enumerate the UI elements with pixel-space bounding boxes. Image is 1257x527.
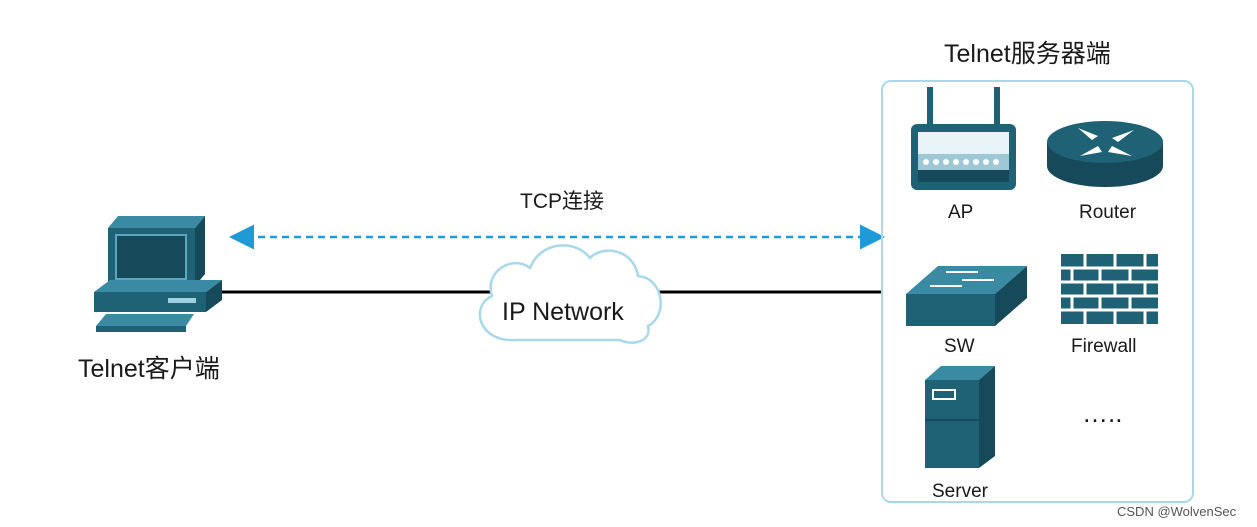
server-icon	[925, 366, 995, 468]
tcp-connection-label: TCP连接	[520, 190, 604, 213]
router-label: Router	[1079, 202, 1137, 223]
server-panel	[881, 80, 1194, 503]
computer-icon	[94, 216, 222, 332]
firewall-label: Firewall	[1071, 336, 1137, 357]
switch-label: SW	[944, 336, 975, 357]
ap-label: AP	[948, 202, 974, 223]
router-icon	[1047, 121, 1163, 187]
server-label: Server	[932, 481, 988, 502]
network-label: IP Network	[502, 298, 624, 326]
more-devices-label: …..	[1082, 398, 1123, 428]
ap-icon	[911, 87, 1016, 190]
switch-icon	[906, 266, 1027, 326]
watermark: CSDN @WolvenSec	[1117, 504, 1237, 519]
client-label: Telnet客户端	[78, 355, 220, 383]
cloud-icon	[478, 244, 662, 344]
server-title: Telnet服务器端	[944, 40, 1111, 68]
firewall-icon	[1061, 254, 1158, 324]
